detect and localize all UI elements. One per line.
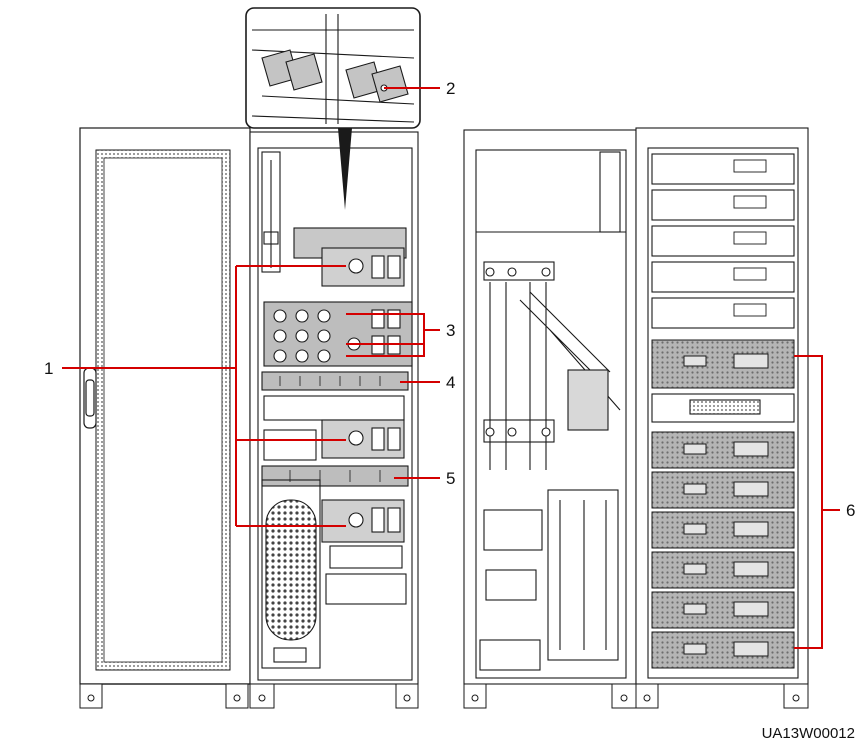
callout-6-label: 6 — [846, 501, 855, 520]
cabinet-interior-left — [249, 131, 419, 685]
door-feet — [79, 683, 249, 709]
cabinet-middle-feet — [463, 683, 637, 709]
inset-pointer — [338, 128, 352, 210]
callout-3-label: 3 — [446, 321, 455, 340]
callout-leaders — [62, 87, 840, 649]
callout-4-label: 4 — [446, 373, 455, 392]
cabinet-door — [79, 127, 251, 685]
busbar-detail-inset — [245, 7, 421, 129]
cabinet-rear-middle — [463, 129, 637, 685]
cabinet-modules-right — [635, 127, 809, 685]
callout-2-label: 2 — [446, 79, 455, 98]
callout-1-label: 1 — [44, 359, 53, 378]
callout-5-label: 5 — [446, 469, 455, 488]
cabinet-left-feet — [249, 683, 419, 709]
cabinet-right-feet — [635, 683, 809, 709]
figure-id-label: UA13W00012 — [761, 725, 855, 742]
module-slots — [651, 339, 795, 669]
